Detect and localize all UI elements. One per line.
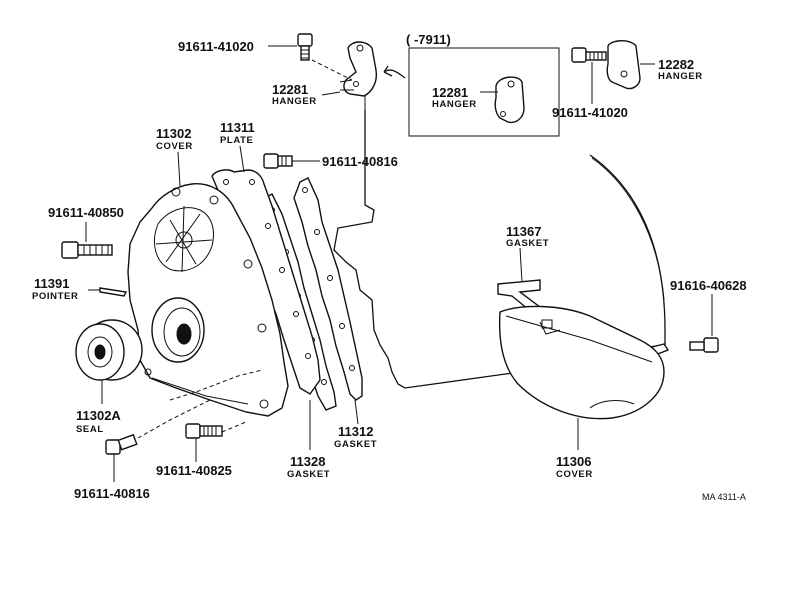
bolt-91616-40628[interactable] <box>689 337 719 353</box>
label-cover-11306-name: COVER <box>556 469 593 480</box>
inset-box <box>408 47 560 137</box>
label-cover-11306-no: 11306 <box>556 454 591 469</box>
leader-gasket-11312 <box>354 399 359 425</box>
plate-11311-holes <box>223 179 311 359</box>
label-bolt-91611-40816-bottom: 91611-40816 <box>74 486 150 501</box>
label-inset-12281-name: HANGER <box>432 99 477 110</box>
gasket-11312[interactable] <box>293 177 363 401</box>
label-hanger-12281-name: HANGER <box>272 96 317 107</box>
pointer-11391[interactable] <box>99 287 128 297</box>
label-bolt-91611-40816-top: 91611-40816 <box>322 154 398 169</box>
bolt-91611-40850[interactable] <box>61 241 113 259</box>
label-bolt-91611-40850: 91611-40850 <box>48 205 124 220</box>
label-pointer-11391-no: 11391 <box>34 276 69 291</box>
hanger-12281[interactable] <box>339 41 378 97</box>
label-pointer-11391-name: POINTER <box>32 291 78 302</box>
label-plate-11311-name: PLATE <box>220 135 253 146</box>
leader-hanger-12281 <box>321 91 341 96</box>
label-inset-range: ( -7911) <box>406 32 451 47</box>
label-hanger-12282-name: HANGER <box>658 71 703 82</box>
label-cover-11302-name: COVER <box>156 141 193 152</box>
label-seal-11302A-name: SEAL <box>76 424 104 435</box>
label-bolt-91611-40825: 91611-40825 <box>156 463 232 478</box>
dashline-bolt-40825 <box>221 421 247 433</box>
label-hanger-12282-no: 12282 <box>658 57 694 72</box>
bolt-91611-40816-top[interactable] <box>263 153 293 169</box>
label-inset-12281-no: 12281 <box>432 85 468 100</box>
label-gasket-11328-name: GASKET <box>287 469 330 480</box>
dashline-cover-lower <box>169 369 263 401</box>
engine-block-right-edge <box>591 157 665 301</box>
dashline-bolt-to-hanger <box>311 59 353 81</box>
drawing-code: MA 4311-A <box>702 492 746 502</box>
leader-cover-11302 <box>177 151 181 187</box>
gasket-11312-holes <box>302 187 355 371</box>
hanger-12282[interactable] <box>606 40 641 90</box>
bolt-91611-40816-bottom[interactable] <box>105 433 138 455</box>
bolt-91611-41020-right[interactable] <box>571 47 607 63</box>
label-cover-11302-no: 11302 <box>156 126 191 141</box>
label-hanger-12281-no: 12281 <box>272 82 308 97</box>
label-gasket-11367-name: GASKET <box>506 238 549 249</box>
cover-11302[interactable] <box>127 183 289 417</box>
label-plate-11311-no: 11311 <box>220 120 255 135</box>
label-gasket-11312-name: GASKET <box>334 439 377 450</box>
label-gasket-11367-no: 11367 <box>506 224 541 239</box>
seal-11302A[interactable] <box>75 319 143 381</box>
bolt-91611-41020-top[interactable] <box>297 33 313 61</box>
label-seal-11302A-no: 11302A <box>76 408 121 423</box>
label-gasket-11328-no: 11328 <box>290 454 325 469</box>
inset-arrow <box>383 65 406 79</box>
label-bolt-91611-41020-right: 91611-41020 <box>552 105 628 120</box>
leader-plate-11311 <box>239 145 245 173</box>
label-bolt-91611-41020-top: 91611-41020 <box>178 39 254 54</box>
label-bolt-91616-40628: 91616-40628 <box>670 278 747 293</box>
cover-11306[interactable] <box>498 305 665 420</box>
bolt-91611-40825[interactable] <box>185 423 223 439</box>
label-gasket-11312-no: 11312 <box>338 424 373 439</box>
leader-gasket-11367 <box>519 247 523 283</box>
inset-hanger-12281[interactable] <box>494 76 525 124</box>
dashline-bolt-40816-bottom <box>137 399 211 439</box>
